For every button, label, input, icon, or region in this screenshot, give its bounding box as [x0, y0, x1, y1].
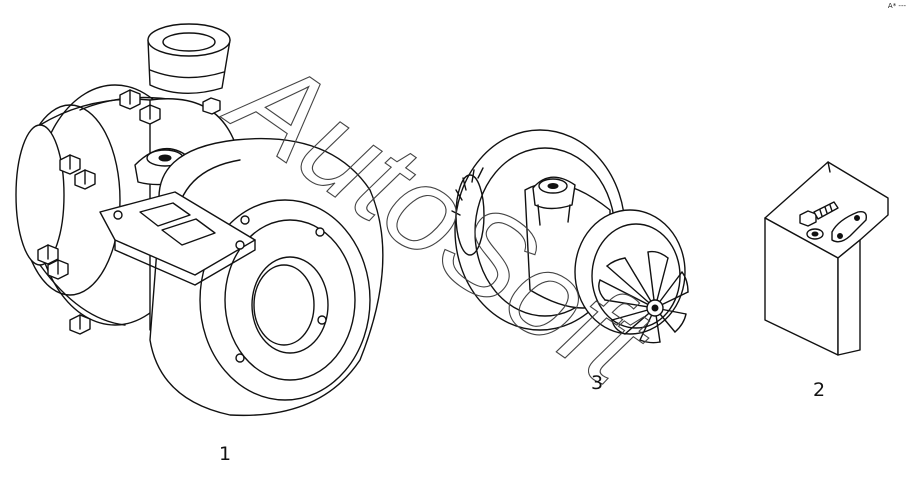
compressor-clamp-bolts	[37, 89, 221, 335]
bolt-head	[74, 169, 96, 190]
turbine-outlet-bore	[251, 256, 329, 354]
cartridge-rotor	[451, 129, 689, 344]
lock-plate-icon	[831, 210, 868, 243]
bolt-head	[47, 259, 69, 280]
turbine-wheel	[451, 167, 485, 256]
bolt-head	[69, 314, 91, 335]
kit-bag-side	[837, 239, 861, 356]
turbine-housing	[149, 137, 384, 417]
bolt-head	[37, 244, 59, 265]
corner-mark: A* ---	[887, 2, 906, 10]
bolt-icon	[799, 201, 839, 227]
part-label-1: 1	[219, 443, 232, 465]
bolt-head	[139, 104, 161, 125]
bolt-head	[119, 89, 141, 110]
compressor-outlet-pipe	[147, 23, 231, 95]
part-label-2: 2	[813, 379, 826, 401]
bolt-head	[59, 154, 81, 175]
turbine-inlet-flange	[99, 191, 256, 286]
compressor-wheel	[598, 250, 689, 344]
part-label-3: 3	[591, 372, 604, 394]
turbocharger-assembly	[15, 23, 384, 417]
mounting-kit	[764, 161, 889, 356]
washer-icon	[806, 228, 824, 240]
bolt-head	[202, 97, 221, 115]
